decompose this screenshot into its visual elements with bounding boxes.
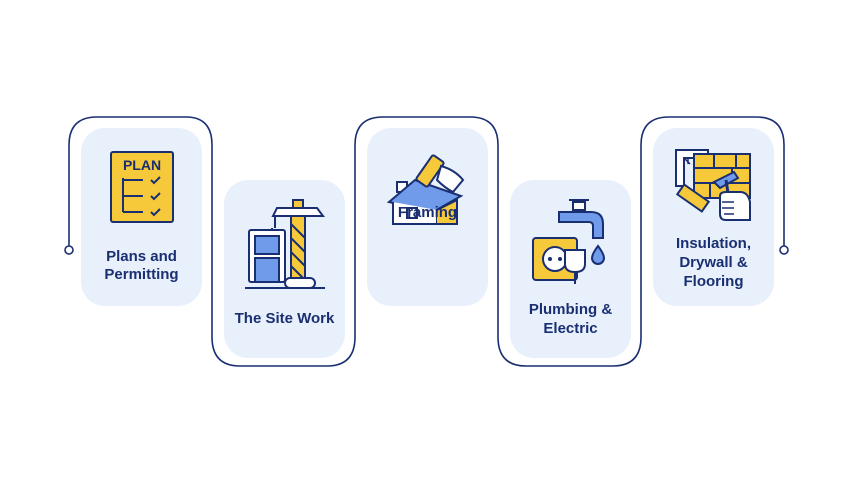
flooring-hammer-icon <box>653 146 774 226</box>
step-label: Insulation, Drywall & Flooring <box>676 235 751 290</box>
step-card-plumbing: Plumbing & Electric <box>510 180 631 358</box>
end-dot <box>779 245 789 255</box>
step-card-framing: Framing <box>367 128 488 306</box>
step-card-flooring: Insulation, Drywall & Flooring <box>653 128 774 306</box>
plan-icon-text: PLAN <box>122 157 160 173</box>
start-dot <box>64 245 74 255</box>
house-framing-icon <box>367 152 488 226</box>
plumbing-electric-icon <box>510 198 631 288</box>
step-label: Plans and Permitting <box>104 248 179 283</box>
plan-checklist-icon: PLAN <box>81 150 202 224</box>
step-card-plans: PLAN Plans and Permitting <box>81 128 202 306</box>
step-card-site-work: The Site Work <box>224 180 345 358</box>
step-label: Framing <box>397 204 458 221</box>
construction-site-icon <box>224 194 345 294</box>
step-label: The Site Work <box>234 310 335 327</box>
step-label: Plumbing & Electric <box>528 301 613 337</box>
